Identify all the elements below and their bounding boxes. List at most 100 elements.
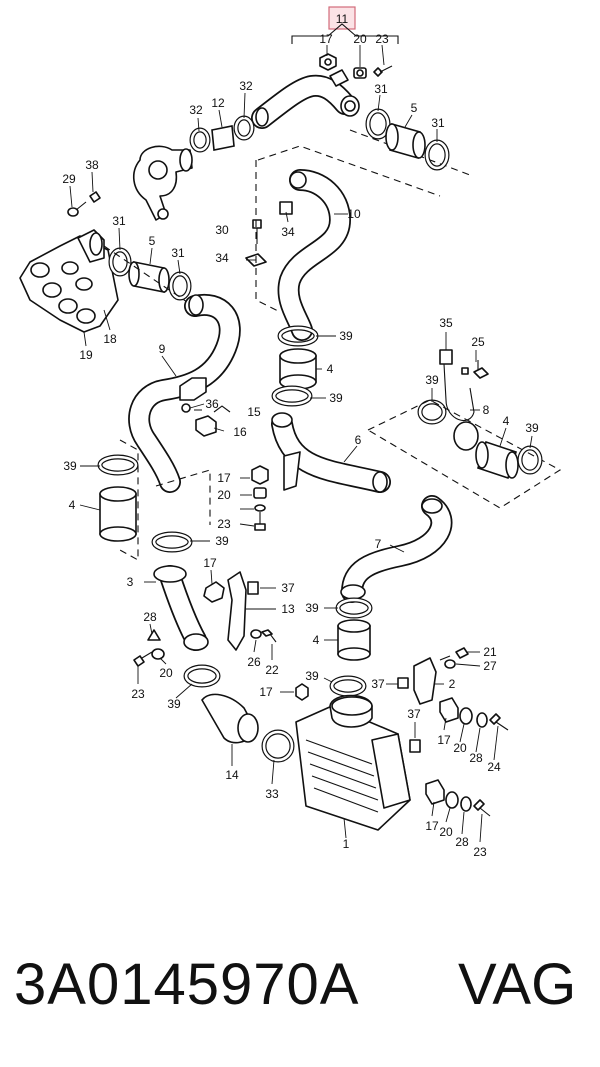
label-33: 33 (265, 787, 279, 801)
hose-10 (245, 145, 441, 341)
label-27: 27 (483, 659, 497, 673)
label-20-right-upper: 20 (453, 741, 467, 755)
label-36: 36 (205, 397, 219, 411)
label-4-lower: 4 (313, 633, 320, 647)
parts-diagram: 11 17 20 23 32 12 32 31 5 31 29 38 10 30… (19, 6, 562, 859)
label-30: 30 (215, 223, 229, 237)
label-32-left: 32 (189, 103, 203, 117)
clip-37 (409, 722, 421, 753)
label-39-intercooler: 39 (305, 669, 319, 683)
label-28-left: 28 (143, 610, 157, 624)
label-39-mid-top: 39 (339, 329, 353, 343)
label-39-mid-bottom: 39 (329, 391, 343, 405)
label-4-left: 4 (69, 498, 76, 512)
intake-elbow (133, 145, 193, 221)
hose-6 (271, 412, 391, 493)
brand: VAG (458, 952, 577, 1017)
clamp-33 (261, 729, 295, 785)
label-10: 10 (347, 207, 361, 221)
label-39-right: 39 (525, 421, 539, 435)
label-35: 35 (439, 316, 453, 330)
label-39-bottom-left: 39 (167, 697, 181, 711)
label-20-left: 20 (159, 666, 173, 680)
label-38: 38 (85, 158, 99, 172)
label-1: 1 (343, 837, 350, 851)
intercooler-1 (295, 694, 411, 839)
label-28-right-lower: 28 (455, 835, 469, 849)
label-31-top: 31 (374, 82, 388, 96)
label-19: 19 (79, 348, 93, 362)
label-17-mid: 17 (217, 471, 231, 485)
bracket-8 (417, 332, 489, 451)
sleeve-group-left (103, 227, 197, 309)
sleeve-group-top-right (349, 94, 471, 176)
label-18: 18 (103, 332, 117, 346)
bolt-38 (67, 171, 101, 217)
label-4-right: 4 (503, 414, 510, 428)
label-39-lower-left: 39 (215, 534, 229, 548)
label-31-left: 31 (112, 214, 126, 228)
fastener-stack-middle (239, 465, 269, 531)
label-13: 13 (281, 602, 295, 616)
pipe-3 (144, 565, 225, 651)
label-3: 3 (127, 575, 134, 589)
part-number: 3A0145970A (14, 952, 360, 1017)
label-29: 29 (62, 172, 76, 186)
fasteners-15 (181, 403, 231, 437)
hose-11 (251, 69, 360, 129)
footer: 3A0145970A VAG (14, 945, 594, 1025)
fastener-group-left-lower (133, 623, 167, 684)
clamp-39-left (151, 531, 210, 553)
sleeve-group-12 (189, 92, 255, 153)
manifold-18 (19, 229, 119, 347)
group-bracket-11 (291, 6, 399, 44)
label-39-lower: 39 (305, 601, 319, 615)
label-7: 7 (375, 537, 382, 551)
label-31-left-right: 31 (171, 246, 185, 260)
label-17-right-lower: 17 (425, 819, 439, 833)
label-5-left: 5 (149, 234, 156, 248)
label-37-mid: 37 (371, 677, 385, 691)
label-37-top: 37 (281, 581, 295, 595)
label-17-intercooler: 17 (259, 685, 273, 699)
label-16: 16 (233, 425, 247, 439)
label-23-right-lower: 23 (473, 845, 487, 859)
bracket-13 (227, 571, 277, 660)
label-20-right-lower: 20 (439, 825, 453, 839)
label-39-left: 39 (63, 459, 77, 473)
label-17-right-upper: 17 (437, 733, 451, 747)
label-32-right: 32 (239, 79, 253, 93)
label-26: 26 (247, 655, 261, 669)
label-12: 12 (211, 96, 225, 110)
label-14: 14 (225, 768, 239, 782)
callout-labels: 11 17 20 23 32 12 32 31 5 31 29 38 10 30… (62, 12, 539, 859)
label-6: 6 (355, 433, 362, 447)
label-box-11 (328, 6, 356, 30)
sleeve-group-middle (271, 325, 336, 407)
label-11: 11 (336, 12, 349, 26)
label-20: 20 (353, 32, 367, 46)
label-25: 25 (471, 335, 485, 349)
sleeve-group-left-lower (79, 454, 139, 542)
hose-9 (119, 293, 241, 561)
label-2: 2 (449, 677, 456, 691)
sleeve-group-right (366, 399, 562, 509)
bracket-2 (386, 647, 481, 705)
label-8: 8 (483, 403, 490, 417)
fastener-stack-right-lower (425, 779, 491, 843)
label-23-mid: 23 (217, 517, 231, 531)
label-23-left: 23 (131, 687, 145, 701)
label-20-mid: 20 (217, 488, 231, 502)
label-37-right: 37 (407, 707, 421, 721)
label-17-left: 17 (203, 556, 217, 570)
label-31-top-right: 31 (431, 116, 445, 130)
label-22: 22 (265, 663, 279, 677)
label-28-right-upper: 28 (469, 751, 483, 765)
label-39-bracket: 39 (425, 373, 439, 387)
label-4-mid: 4 (327, 362, 334, 376)
fasteners-top (319, 44, 393, 79)
label-23: 23 (375, 32, 389, 46)
label-21: 21 (483, 645, 497, 659)
label-34-lower: 34 (215, 251, 229, 265)
fastener-stack-right-upper (439, 697, 509, 761)
